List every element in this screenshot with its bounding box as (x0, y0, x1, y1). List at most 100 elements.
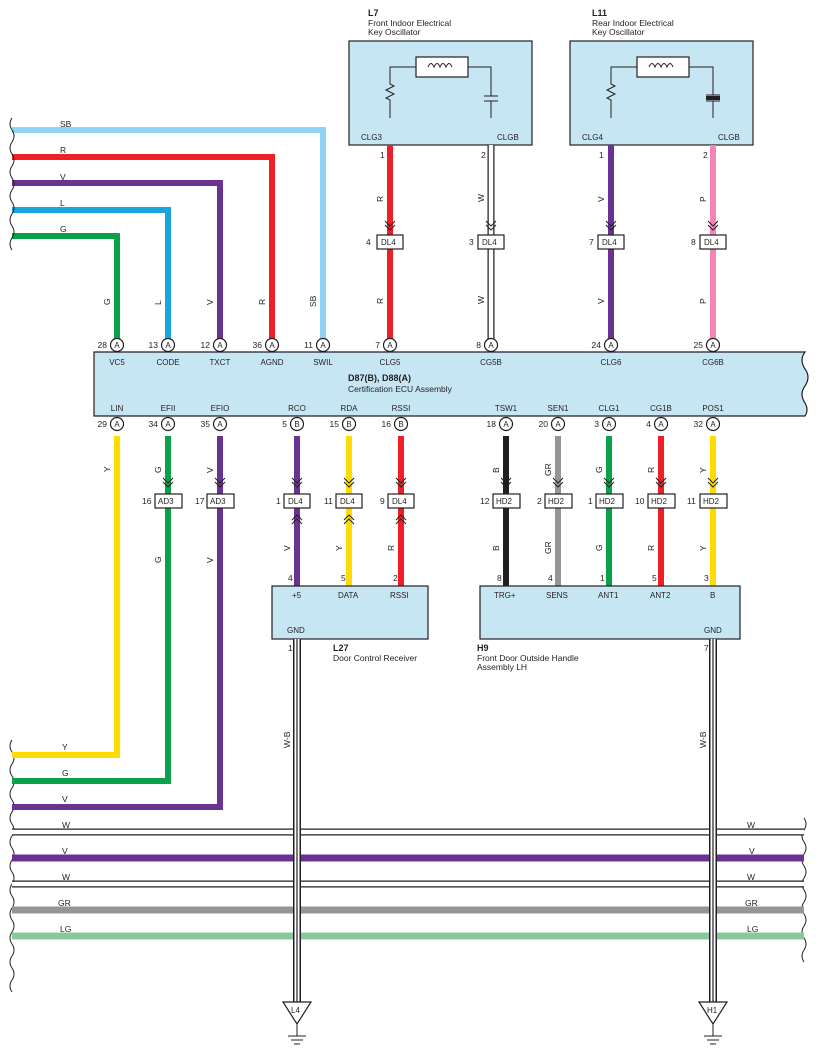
junction-pin: 4 (366, 237, 371, 247)
wire-label: W (476, 194, 486, 202)
ecu-pin-label: TXCT (210, 358, 231, 367)
l11-pin-left: CLG4 (582, 133, 603, 142)
wire-label: R (60, 145, 66, 155)
wire-label: V (205, 557, 215, 563)
l27-desc: Door Control Receiver (333, 653, 417, 663)
ecu-pin-num: 5 (282, 419, 287, 429)
ecu-pin-label: SEN1 (548, 404, 569, 413)
ecu-pin-label: CLG1 (599, 404, 620, 413)
ecu-pin-label: RCO (288, 404, 306, 413)
ecu-pin-conn: B (346, 420, 351, 429)
junction-connector: AD3 16 (142, 477, 183, 509)
junction-pin: 9 (380, 496, 385, 506)
h9-gnd-label: GND (704, 626, 722, 635)
ground-wires: W-B W-B (282, 639, 717, 1002)
ecu-pin-conn: A (320, 341, 326, 350)
wire-label: G (62, 768, 69, 778)
ground-label: L4 (291, 1006, 300, 1015)
junction-conn: HD2 (703, 497, 720, 506)
wire-label: W-B (282, 731, 292, 748)
l11-code: L11 (592, 8, 607, 18)
l27-pin-num: 4 (288, 573, 293, 583)
l27-code: L27 (333, 643, 349, 653)
junction-pin: 12 (480, 496, 490, 506)
wire-label: V (60, 172, 66, 182)
h9-pin-num: 4 (548, 573, 553, 583)
junction-connector: AD3 17 (195, 477, 235, 509)
junction-conn: DL4 (340, 497, 355, 506)
h9-pin-label: SENS (546, 591, 568, 600)
junction-connector: HD2 12 (480, 477, 521, 509)
wire-label: V (749, 846, 755, 856)
wire-label: W (62, 872, 70, 882)
ecu-pin-num: 16 (382, 419, 392, 429)
wire-label: SB (308, 295, 318, 307)
junction-pin: 1 (276, 496, 281, 506)
wire-label: L (153, 300, 163, 305)
ecu-pin-label: CG5B (480, 358, 502, 367)
wire-label: Y (62, 742, 68, 752)
wire-label: P (698, 298, 708, 304)
ecu-pin-conn: A (606, 420, 612, 429)
h9-name-line2: Assembly LH (477, 662, 527, 672)
ecu-pin-conn: A (555, 420, 561, 429)
junction-pin: 7 (589, 237, 594, 247)
h9-pin-num: 5 (652, 573, 657, 583)
junction-pin: 17 (195, 496, 205, 506)
lower-wires: G V B GR G R Y Y G V V Y R B GR G R Y Y … (12, 436, 716, 810)
wire-label: GR (543, 541, 553, 554)
ecu-pin-num: 18 (487, 419, 497, 429)
ecu-pin-conn: A (608, 341, 614, 350)
junction-conn: DL4 (288, 497, 303, 506)
junction-connector: DL4 4 (366, 220, 404, 250)
ecu-pin-label: CG6B (702, 358, 724, 367)
ground-symbol-l4: L4 (281, 1001, 313, 1045)
ecu-pin-conn: A (710, 341, 716, 350)
l11-pin-right: CLGB (718, 133, 740, 142)
wire-label: GR (543, 463, 553, 476)
junction-connector: DL4 11 (324, 477, 363, 525)
ecu-pin-label: LIN (111, 404, 124, 413)
l27-door-control-receiver: 4 5 2 +5 DATA RSSI GND 1 L27 Door Contro… (271, 573, 429, 663)
junction-connector: DL4 3 (469, 220, 505, 250)
upper-left-wires: SB R V L G G L V R SB (12, 119, 326, 339)
ecu-pin-num: 35 (201, 419, 211, 429)
wire-label: Y (698, 545, 708, 551)
junction-conn: HD2 (651, 497, 668, 506)
junction-conn: AD3 (158, 497, 174, 506)
ground-label: H1 (707, 1006, 718, 1015)
wire-label: GR (745, 898, 758, 908)
l11-rear-oscillator: L11 Rear Indoor Electrical Key Oscillato… (569, 8, 754, 160)
h9-pin-label: ANT2 (650, 591, 671, 600)
ecu-pin-label: CLG6 (601, 358, 622, 367)
h9-pin-num: 3 (704, 573, 709, 583)
wire-label: GR (58, 898, 71, 908)
oscillator-wires: R W V P R W V P (375, 145, 716, 339)
junction-conn: DL4 (381, 238, 396, 247)
ecu-pin-label: CLG5 (380, 358, 401, 367)
ecu-pin-num: 12 (201, 340, 211, 350)
ecu-pin-conn: B (294, 420, 299, 429)
wire-label: W (62, 820, 70, 830)
ecu-pin-conn: A (114, 420, 120, 429)
ecu-pin-conn: A (658, 420, 664, 429)
wire-label: SB (60, 119, 72, 129)
wire-label: LG (60, 924, 71, 934)
junction-conn: AD3 (210, 497, 226, 506)
wire-label: R (375, 298, 385, 304)
ecu-pin-conn: A (217, 420, 223, 429)
top-junctions: DL4 4 DL4 3 DL4 7 DL4 8 (366, 220, 727, 250)
l7-num-left: 1 (380, 150, 385, 160)
ecu-pin-num: 29 (98, 419, 108, 429)
